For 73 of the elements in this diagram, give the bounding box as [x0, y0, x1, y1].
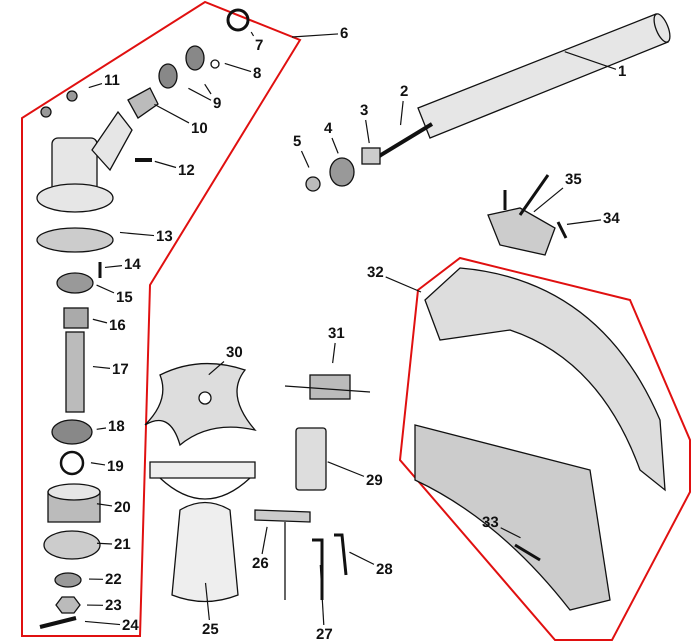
leader-line [400, 100, 404, 126]
callout-number: 27 [316, 627, 333, 642]
leader-line [300, 150, 310, 168]
leader-line [500, 527, 521, 538]
callout-number: 28 [376, 562, 393, 577]
leader-line [349, 552, 374, 565]
leader-line [84, 620, 120, 626]
leader-line [204, 84, 212, 94]
leader-line [188, 88, 212, 101]
callout-number: 31 [328, 326, 345, 341]
leader-line [224, 62, 252, 72]
leader-line [90, 462, 106, 466]
callout-number: 16 [109, 318, 126, 333]
leader-line [104, 265, 122, 268]
callout-number: 22 [105, 572, 122, 587]
leader-line [96, 427, 106, 430]
leader-line [365, 120, 370, 144]
leader-line [204, 582, 210, 620]
leader-line [96, 542, 112, 545]
callout-number: 11 [104, 73, 120, 88]
leader-line [88, 82, 102, 88]
callout-number: 20 [114, 500, 131, 515]
callout-number: 24 [122, 618, 139, 633]
leader-line [332, 342, 336, 364]
leader-line [154, 104, 190, 124]
leader-line [208, 361, 224, 376]
callout-number: 26 [252, 556, 269, 571]
callout-number: 12 [178, 163, 195, 178]
callout-number: 9 [213, 96, 222, 111]
leader-line [250, 32, 254, 36]
callout-number: 10 [191, 121, 208, 136]
leader-line [86, 604, 104, 606]
leader-line [262, 526, 268, 554]
leader-line [96, 503, 112, 507]
callout-number: 19 [107, 459, 124, 474]
leader-line [534, 188, 564, 212]
leader-line [88, 578, 104, 580]
assembly-outline [22, 2, 300, 636]
callout-number: 14 [124, 257, 141, 272]
leader-line [96, 284, 114, 294]
callout-number: 5 [293, 134, 302, 149]
leader-line [92, 318, 108, 324]
leader-line [120, 232, 154, 236]
callout-number: 17 [112, 362, 129, 377]
leader-line [92, 366, 110, 369]
leader-line [320, 564, 324, 626]
callout-number: 6 [340, 26, 348, 41]
callout-number: 15 [116, 290, 133, 305]
callout-number: 34 [603, 211, 620, 226]
callout-number: 13 [156, 229, 173, 244]
leader-line [331, 138, 339, 154]
callout-number: 32 [367, 265, 384, 280]
callout-number: 35 [565, 172, 582, 187]
callout-number: 7 [255, 38, 264, 53]
leader-line [564, 51, 616, 70]
callout-number: 21 [114, 537, 131, 552]
assembly-outline [400, 258, 690, 640]
leader-line [292, 33, 338, 38]
callout-number: 1 [618, 64, 626, 79]
leader-line [566, 219, 602, 225]
callout-number: 2 [400, 84, 408, 99]
callout-number: 30 [226, 345, 243, 360]
callout-number: 23 [105, 598, 122, 613]
callout-number: 29 [366, 473, 383, 488]
leader-line [154, 160, 176, 168]
callout-number: 8 [253, 66, 262, 81]
callout-number: 3 [360, 103, 368, 118]
leader-line [327, 461, 364, 477]
callout-number: 4 [324, 121, 332, 136]
leader-line [385, 276, 422, 293]
callout-number: 18 [108, 419, 125, 434]
callout-number: 25 [202, 622, 219, 637]
callout-number: 33 [482, 515, 499, 530]
